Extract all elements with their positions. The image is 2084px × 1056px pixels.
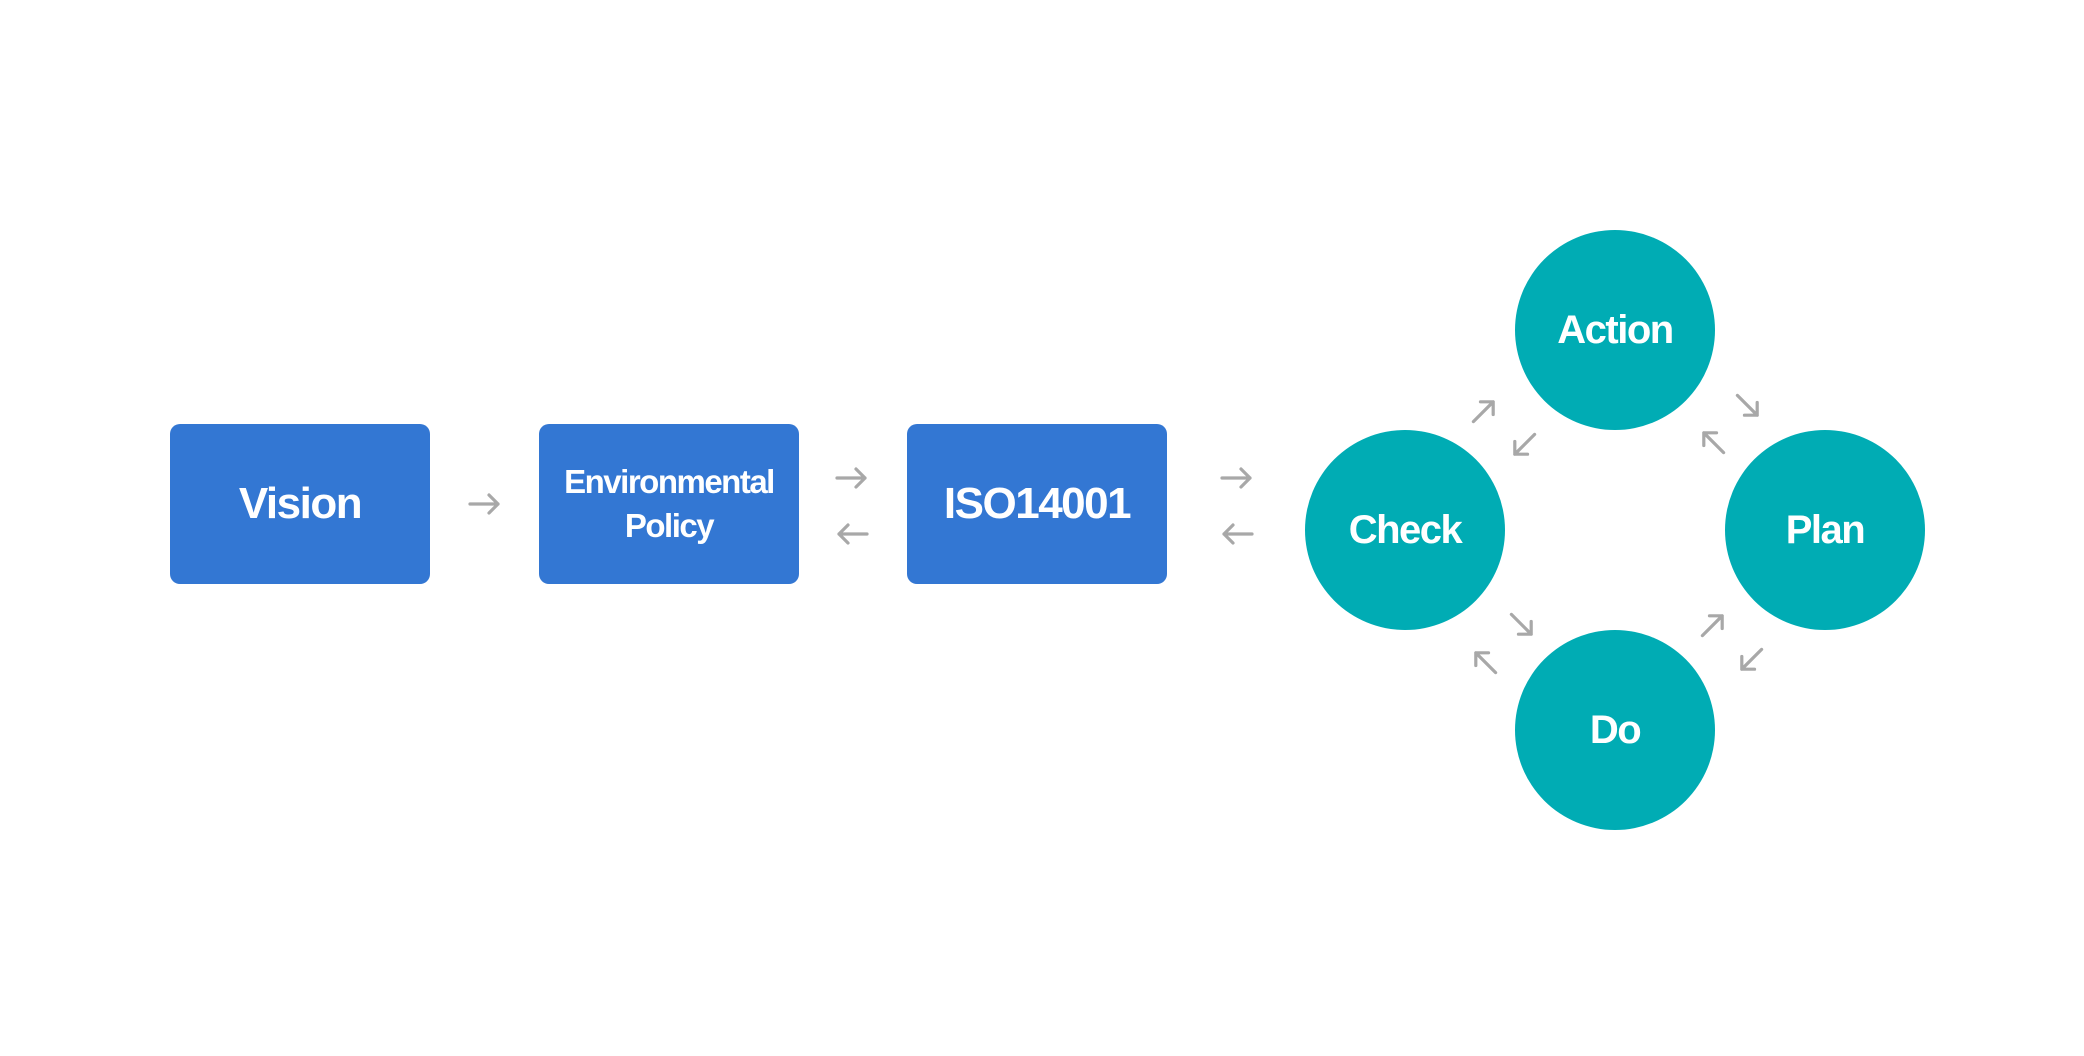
vision-box: Vision [170,424,430,584]
action-circle: Action [1515,230,1715,430]
iso14001-box: ISO14001 [907,424,1167,584]
check-label: Check [1348,507,1463,552]
arrow-icon [1685,414,1742,471]
do-label: Do [1589,707,1642,752]
arrow-icon [832,458,872,498]
arrow-icon [1685,597,1742,654]
arrow-icon [1456,383,1513,440]
iso14001-label: ISO14001 [943,479,1132,528]
plan-circle: Plan [1725,430,1925,630]
arrow-icon [1723,632,1780,689]
arrow-icon [1457,634,1514,691]
check-circle: Check [1305,430,1505,630]
action-label: Action [1557,307,1674,352]
environmental-policy-label-line2: Policy [624,507,715,544]
arrow-icon [1720,378,1777,435]
arrow-icon [1494,597,1551,654]
arrow-icon [1217,514,1257,554]
environmental-policy-label-line1: Environmental [564,463,775,500]
arrow-icon [1217,458,1257,498]
arrow-icon [465,484,505,524]
do-circle: Do [1515,630,1715,830]
arrow-icon [1496,417,1553,474]
environmental-policy-box: Environmental Policy [539,424,799,584]
plan-label: Plan [1785,507,1866,552]
arrow-icon [832,514,872,554]
vision-label: Vision [238,479,363,528]
